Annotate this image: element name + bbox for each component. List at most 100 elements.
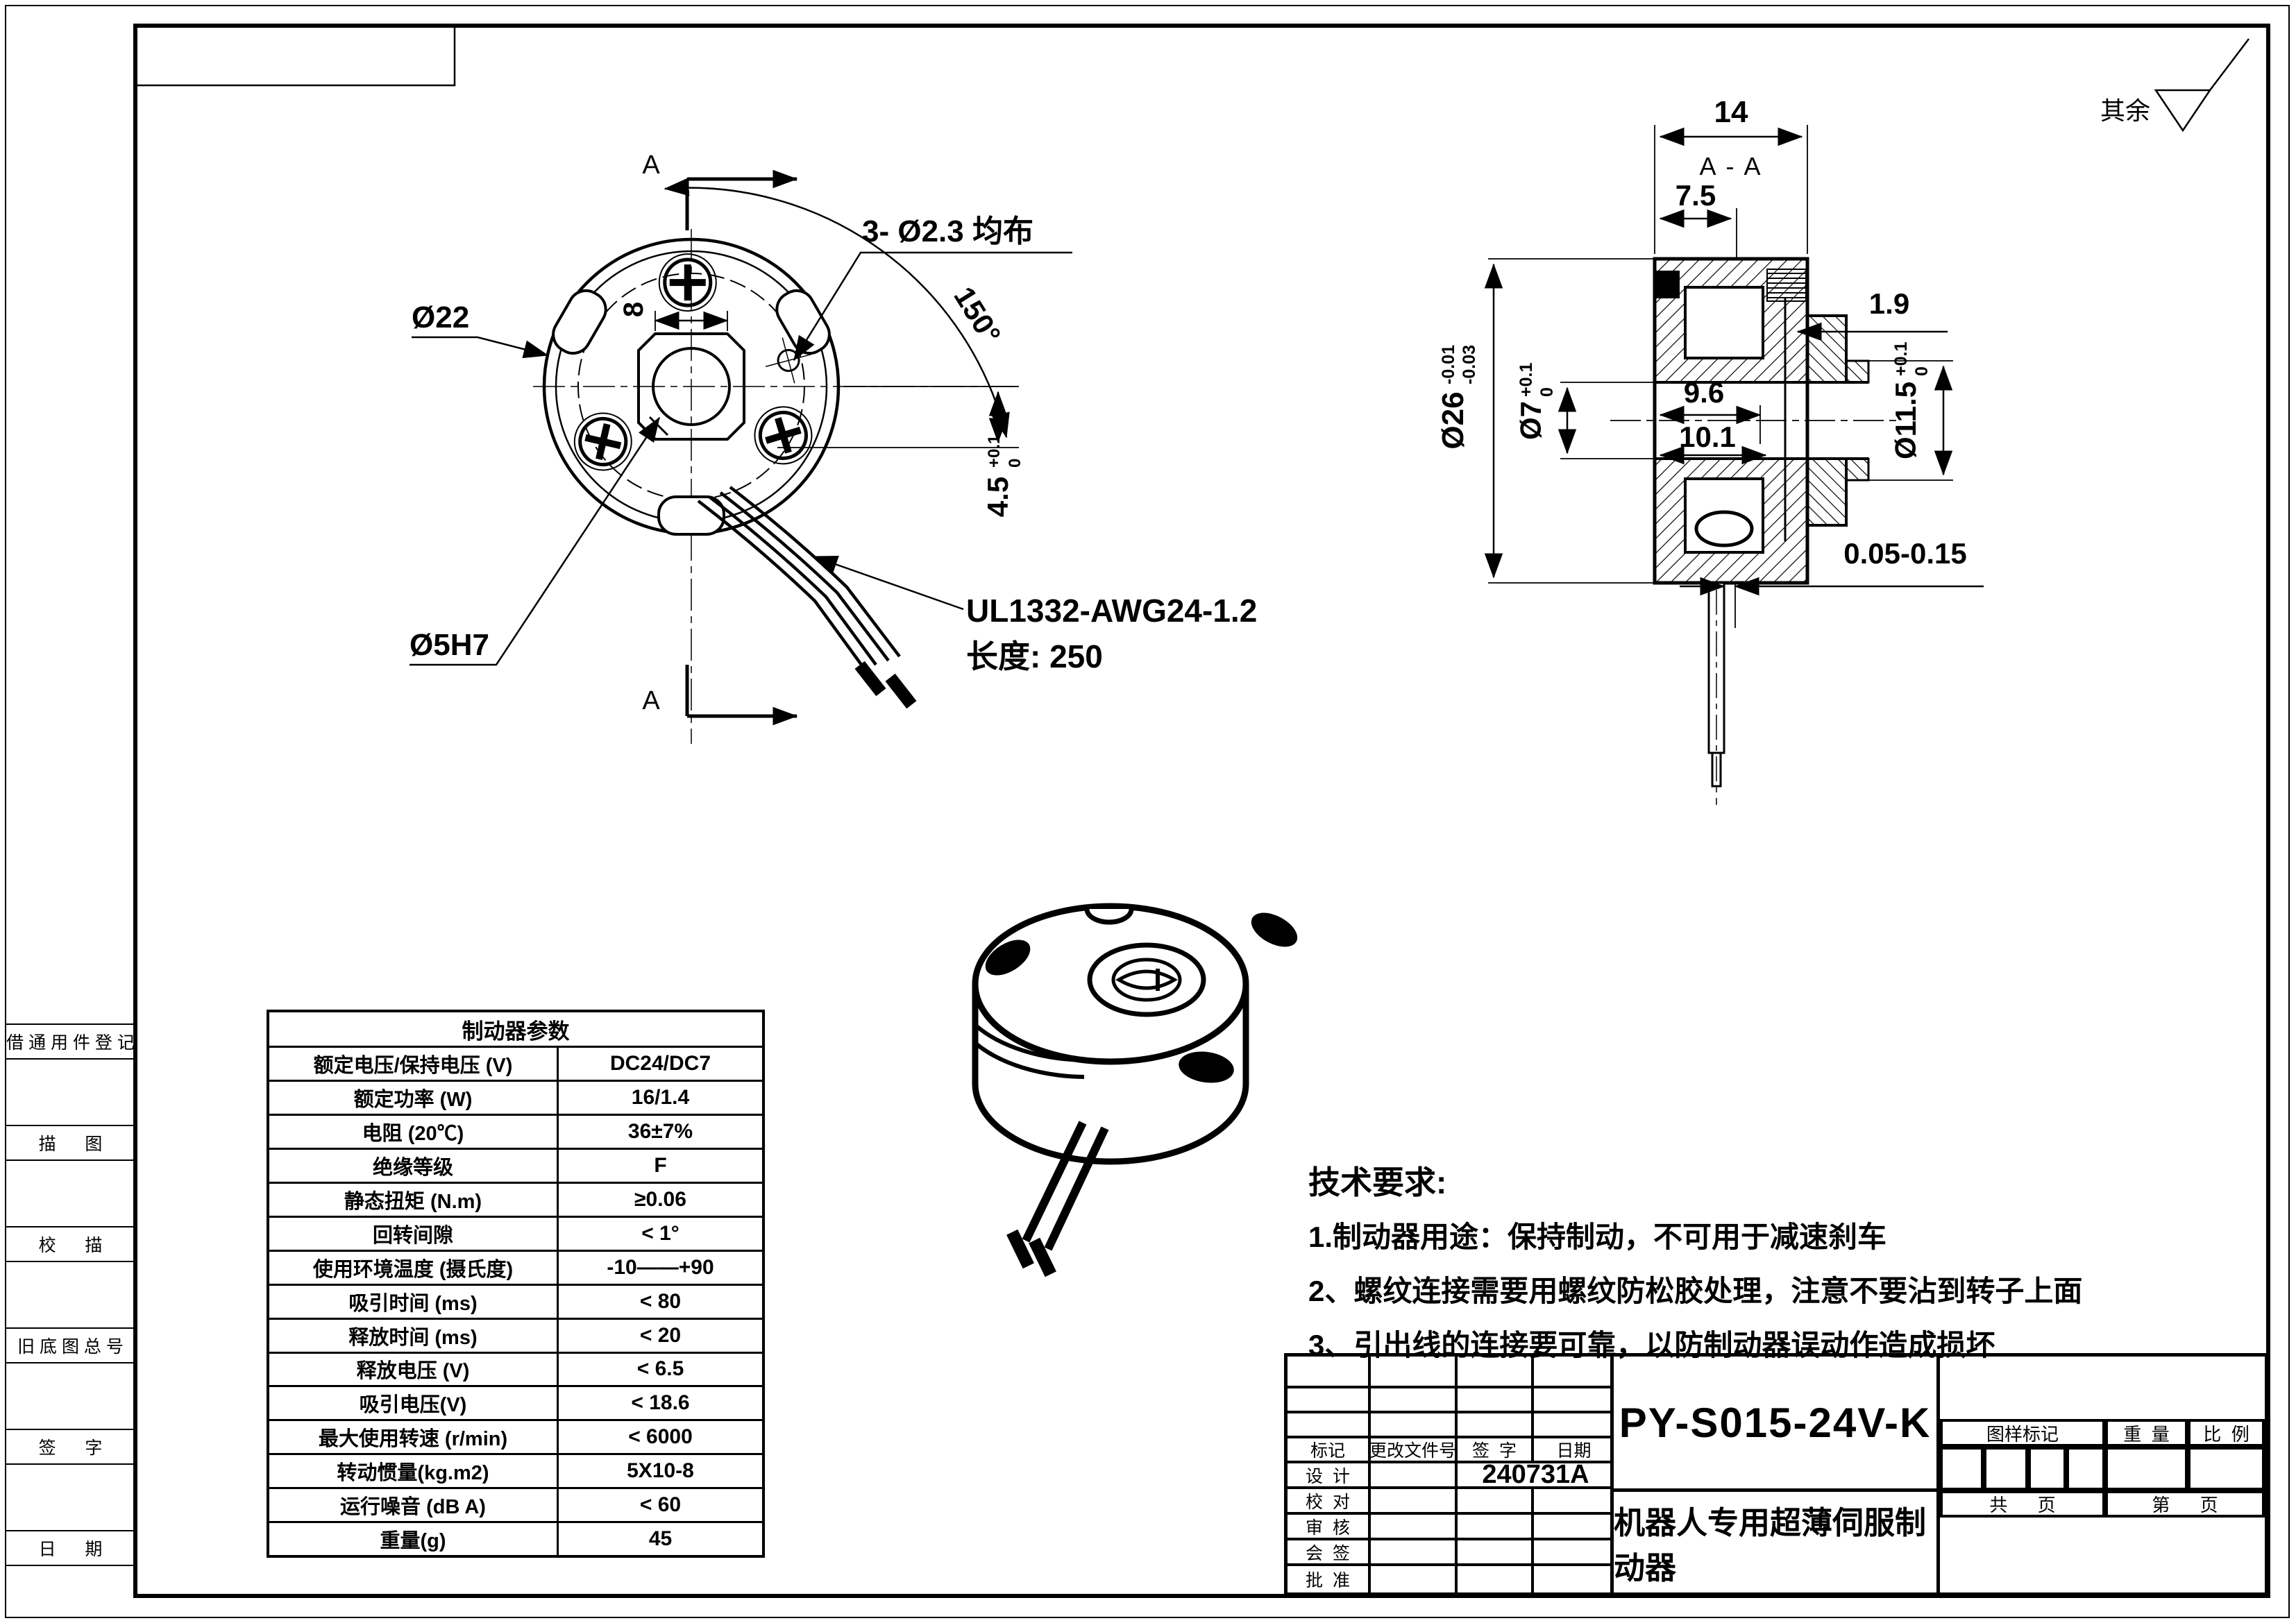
- svg-text:+0.1: +0.1: [1891, 342, 1911, 376]
- sign-label: 设 计: [1288, 1463, 1371, 1489]
- margin-empty-cell: [6, 1566, 135, 1623]
- margin-label: 描 图: [6, 1126, 135, 1161]
- dim-7p5: 7.5: [1675, 179, 1716, 212]
- oring: [1694, 510, 1754, 547]
- dim-4p5: 4.5 +0.1 0: [981, 435, 1024, 518]
- table-row: 吸引电压(V)< 18.6: [269, 1387, 762, 1422]
- svg-text:0: 0: [1912, 366, 1932, 376]
- page-number: 第 页: [2105, 1490, 2265, 1518]
- table-row: 吸引时间 (ms)< 80: [269, 1285, 762, 1320]
- total-pages: 共 页: [1940, 1490, 2105, 1518]
- dim-10p1: 10.1: [1679, 420, 1736, 453]
- margin-empty-cell: [6, 1161, 135, 1227]
- svg-text:-0.03: -0.03: [1460, 345, 1479, 384]
- stamp-cell: [2066, 1447, 2105, 1490]
- surface-finish-note: 其余: [2100, 38, 2249, 133]
- tech-req-item: 1.制动器用途：保持制动，不可用于减速刹车: [1308, 1220, 1887, 1253]
- surface-note-text: 其余: [2100, 96, 2150, 125]
- roughness-icon: [2154, 89, 2212, 133]
- margin-empty-cell: [6, 1363, 135, 1430]
- dim-150deg: 150°: [947, 281, 1007, 350]
- tech-req-item: 2、螺纹连接需要用螺纹防松胶处理，注意不要沾到转子上面: [1308, 1274, 2083, 1307]
- table-row: 电阻 (20℃)36±7%: [269, 1116, 762, 1150]
- table-row: 释放时间 (ms)< 20: [269, 1319, 762, 1354]
- sign-label: 校 对: [1288, 1489, 1371, 1515]
- rev-header: 签 字: [1458, 1438, 1534, 1463]
- table-row: 额定电压/保持电压 (V)DC24/DC7: [269, 1048, 762, 1082]
- table-row: 运行噪音 (dB A)< 60: [269, 1489, 762, 1524]
- weight-label: 重 量: [2105, 1419, 2188, 1447]
- svg-text:0: 0: [1006, 459, 1024, 468]
- date-code: 240731A: [1458, 1460, 1614, 1489]
- phillips-screw: [658, 253, 717, 312]
- coil-window: [1684, 286, 1764, 359]
- weight-value-cell: [2105, 1447, 2188, 1490]
- edge-slot: [775, 289, 831, 355]
- dim-d26: Ø26 -0.01 -0.03: [1436, 345, 1479, 450]
- section-letter: A: [642, 686, 660, 715]
- table-row: 额定功率 (W)16/1.4: [269, 1082, 762, 1116]
- revision-table: 标记 更改文件号 签 字 日期 设 计 240731A 校 对 审 核 会 签 …: [1288, 1357, 1614, 1592]
- svg-text:-0.01: -0.01: [1439, 345, 1458, 384]
- margin-label: 日 期: [6, 1531, 135, 1566]
- rev-header: 更改文件号: [1369, 1438, 1458, 1463]
- label-3holes: 3- Ø2.3 均布: [862, 214, 1033, 248]
- technical-requirements: 技术要求: 1.制动器用途：保持制动，不可用于减速刹车 2、螺纹连接需要用螺纹防…: [1308, 1153, 2211, 1370]
- label-bore5h7: Ø5H7: [410, 628, 489, 662]
- dim-14: 14: [1714, 95, 1748, 129]
- dim-d7: Ø7 +0.1 0: [1514, 363, 1557, 440]
- tech-req-title: 技术要求:: [1308, 1164, 1447, 1200]
- hub: [1845, 359, 1870, 384]
- table-row: 最大使用转速 (r/min)< 6000: [269, 1421, 762, 1456]
- margin-label: 旧 底 图 总 号: [6, 1329, 135, 1363]
- lead-wires: [697, 486, 917, 709]
- brake-params-table: 制动器参数 额定电压/保持电压 (V)DC24/DC7 额定功率 (W)16/1…: [267, 1010, 765, 1558]
- table-title: 制动器参数: [269, 1012, 762, 1048]
- svg-text:Ø7: Ø7: [1514, 401, 1547, 440]
- rotor-flange: [1806, 314, 1848, 384]
- svg-text:Ø26: Ø26: [1436, 391, 1470, 449]
- table-row: 静态扭矩 (N.m)≥0.06: [269, 1183, 762, 1218]
- margin-empty-cell: [6, 1465, 135, 1531]
- dim-d11p5: Ø11.5 +0.1 0: [1889, 342, 1932, 460]
- title-block: 标记 更改文件号 签 字 日期 设 计 240731A 校 对 审 核 会 签 …: [1284, 1353, 2268, 1596]
- margin-label: 借 通 用 件 登 记: [6, 1025, 135, 1060]
- rev-header: 日期: [1534, 1438, 1614, 1463]
- sheet-borders: [5, 5, 2290, 1618]
- sign-label: 会 签: [1288, 1540, 1371, 1566]
- dim-8: 8: [618, 302, 649, 317]
- label-od22: Ø22: [412, 300, 469, 334]
- table-row: 重量(g)45: [269, 1523, 762, 1556]
- section-view: 14 A - A 7.5 1.9 9.6 10: [1436, 95, 1984, 805]
- phillips-screw: [754, 406, 813, 465]
- registration-box: [134, 24, 456, 87]
- seal-block: [1656, 271, 1680, 298]
- edge-slot: [552, 289, 607, 355]
- margin-label: 校 描: [6, 1227, 135, 1262]
- margin-label: 签 字: [6, 1430, 135, 1465]
- svg-text:+0.1: +0.1: [985, 435, 1004, 468]
- scale-value-cell: [2188, 1447, 2265, 1490]
- sign-label: 审 核: [1288, 1515, 1371, 1540]
- table-row: 回转间隙< 1°: [269, 1217, 762, 1252]
- section-title: A - A: [1699, 152, 1762, 180]
- svg-text:0: 0: [1537, 387, 1557, 397]
- stamp-cell: [2028, 1447, 2066, 1490]
- table-row: 使用环境温度 (摄氏度)-10——+90: [269, 1251, 762, 1286]
- edge-slot: [657, 495, 725, 536]
- stamp-cell: [1984, 1447, 2028, 1490]
- dim-9p6: 9.6: [1684, 376, 1724, 409]
- section-letter: A: [642, 151, 660, 180]
- dim-1p9: 1.9: [1869, 287, 1909, 320]
- section-marker-bottom: A: [642, 665, 798, 726]
- dim-gap: 0.05-0.15: [1843, 537, 1966, 570]
- wire-length-label: 长度: 250: [966, 638, 1103, 674]
- phillips-screw: [573, 412, 632, 471]
- margin-strip: 借 通 用 件 登 记 描 图 校 描 旧 底 图 总 号 签 字 日 期: [6, 1023, 135, 1617]
- section-marker-top: A: [642, 151, 798, 230]
- scale-label: 比 例: [2188, 1419, 2265, 1447]
- wire-spec-label: UL1332-AWG24-1.2: [966, 593, 1257, 629]
